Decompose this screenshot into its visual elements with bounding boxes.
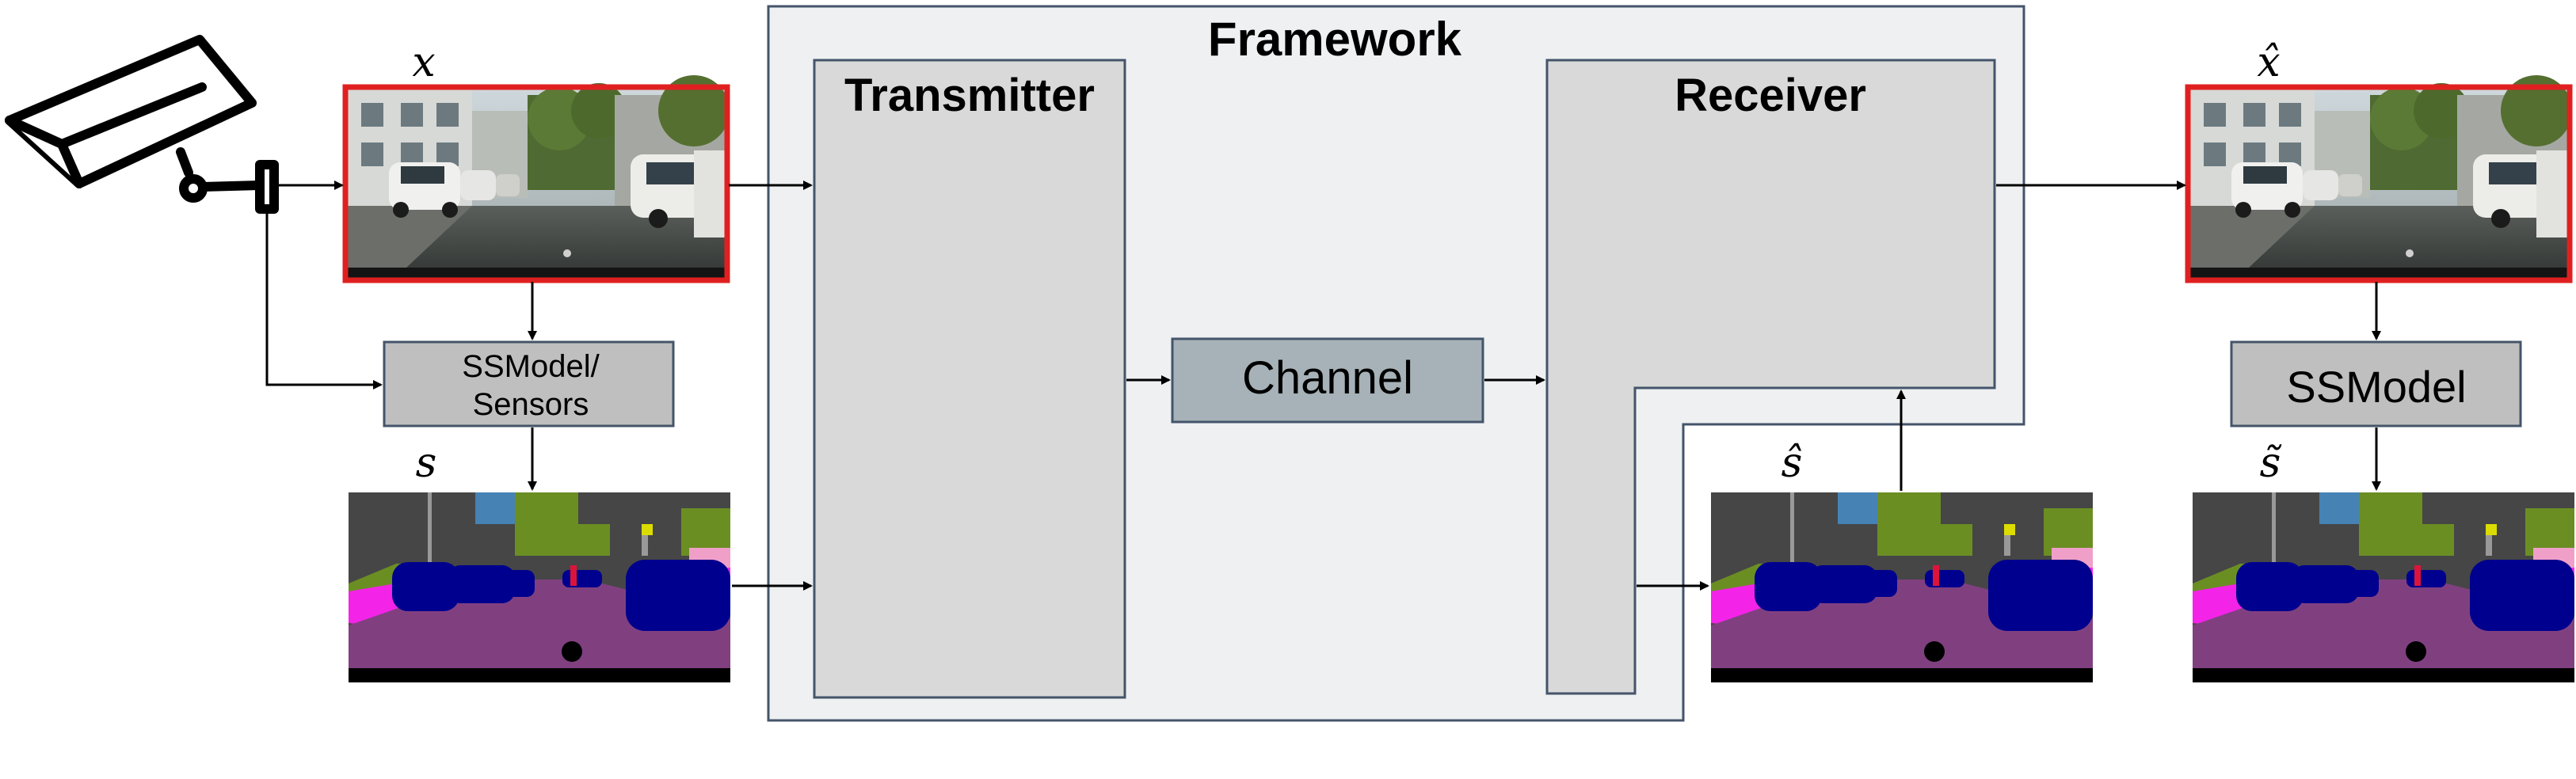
arrow-camera-to-sensors (265, 209, 383, 390)
receiver-title: Receiver (1675, 70, 1866, 121)
symbol-s: s (416, 439, 437, 487)
segmentation-map-s-tilde (2193, 492, 2574, 682)
segmentation-map-s-hat (1711, 492, 2093, 682)
segmentation-map-s (349, 492, 730, 682)
transmitter-block (813, 59, 1126, 699)
framework-title: Framework (1208, 13, 1462, 66)
ssmodel-sensors-line2: Sensors (473, 387, 589, 422)
ssmodel-sensors-line1: SSModel/ (462, 349, 600, 384)
security-camera-icon (5, 35, 279, 214)
symbol-x: x (412, 39, 435, 86)
ssmodel-sensors-block (383, 340, 675, 428)
channel-block (1171, 337, 1484, 424)
channel-label: Channel (1242, 352, 1413, 404)
ssmodel-label: SSModel (2286, 362, 2466, 412)
reconstructed-image-x-hat (2185, 75, 2573, 283)
receiver-block (1545, 59, 1996, 695)
ssmodel-block (2230, 340, 2522, 428)
symbol-s-hat: ŝ (1781, 439, 1803, 487)
transmitter-title: Transmitter (844, 70, 1095, 121)
symbol-s-tilde: s̃ (2260, 439, 2282, 487)
symbol-x-hat: x̂ (2257, 39, 2280, 86)
input-image-x (342, 75, 730, 283)
